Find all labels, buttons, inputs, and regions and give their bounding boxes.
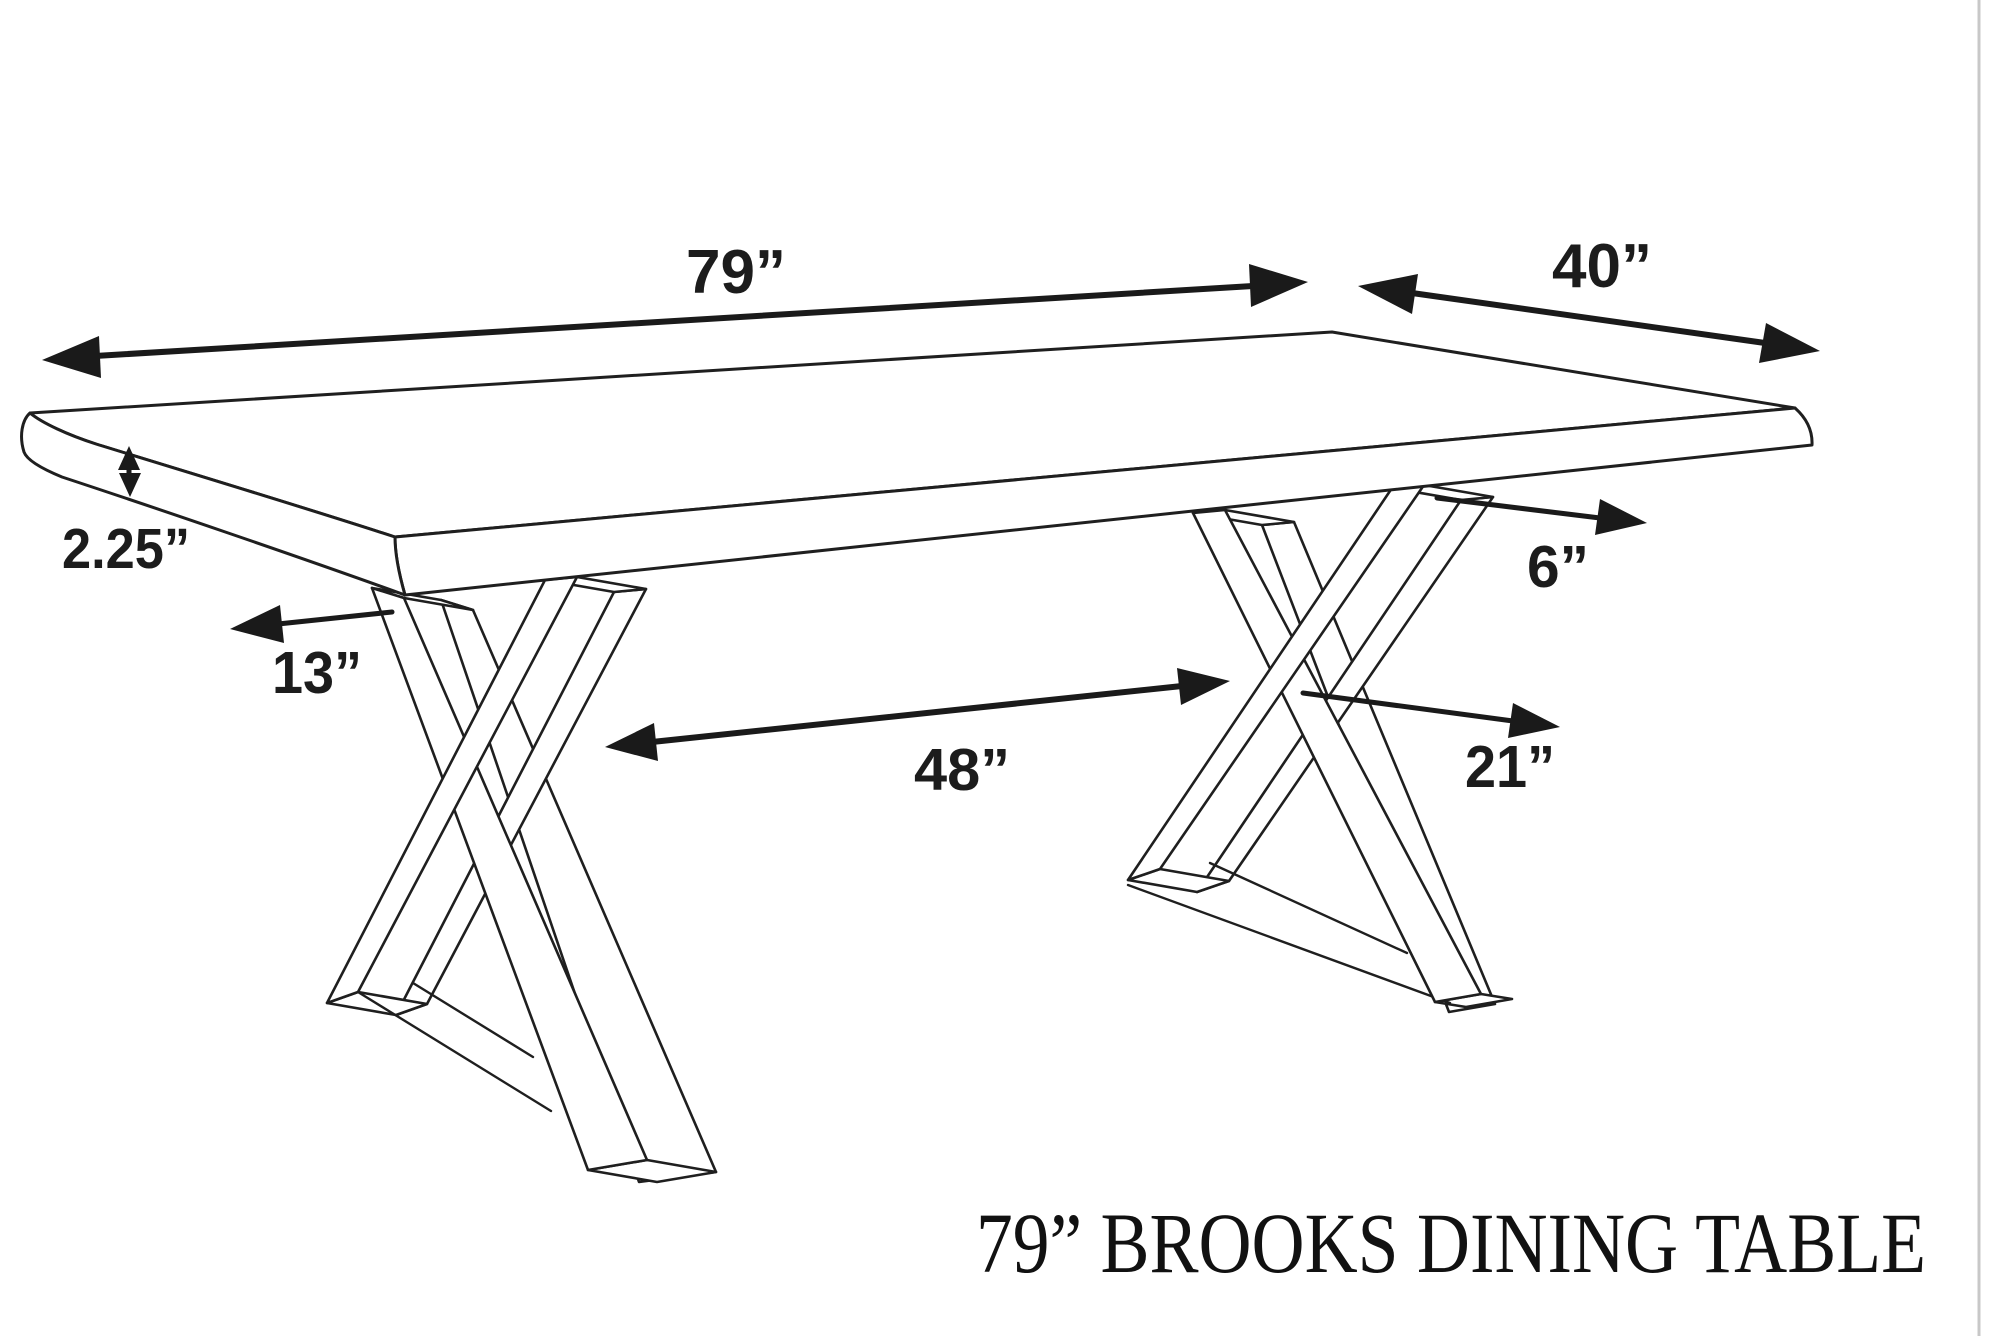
dim-overhang-arrowhead-left: [230, 605, 284, 643]
dim-leg-top-width: 6”: [1434, 495, 1647, 600]
dim-leg-spacing-arrowhead-left: [605, 723, 658, 761]
dim-leg-base-width-label: 21”: [1465, 734, 1555, 800]
tabletop: [20, 330, 1814, 597]
diagram-title: 79” BROOKS DINING TABLE: [976, 1195, 1926, 1291]
dim-depth-label: 40”: [1552, 232, 1652, 301]
dim-leg-top-width-line: [1434, 495, 1603, 521]
dim-leg-spacing-arrowhead-right: [1177, 668, 1230, 705]
dim-overhang: 13”: [230, 605, 395, 706]
right-leg-inner-base-edge-outer: [1126, 883, 1452, 1005]
dim-length-arrowhead-left: [42, 336, 101, 378]
dim-leg-base-width-arrowhead: [1508, 703, 1560, 738]
dim-leg-top-width-label: 6”: [1527, 534, 1589, 600]
dim-leg-base-width-line: [1300, 690, 1516, 724]
dim-leg-top-width-arrowhead: [1595, 499, 1647, 535]
dim-depth-arrowhead-right: [1759, 323, 1820, 363]
dim-depth: 40”: [1358, 232, 1820, 363]
right-x-leg: [1126, 483, 1514, 1014]
dim-thickness-label: 2.25”: [62, 517, 190, 581]
tabletop-live-edge-face: [20, 411, 407, 597]
left-leg-inner-base-edge-outer: [356, 990, 553, 1113]
dim-thickness: 2.25”: [62, 446, 190, 581]
dim-leg-spacing: 48”: [605, 668, 1230, 803]
dim-length-arrowhead-right: [1249, 264, 1308, 307]
left-x-leg: [325, 575, 718, 1184]
dim-overhang-label: 13”: [272, 640, 362, 706]
dim-length-line: [92, 283, 1256, 359]
left-leg-front-bar-down-right: [370, 586, 649, 1172]
dim-depth-line: [1409, 290, 1768, 346]
dim-length-label: 79”: [686, 238, 786, 307]
dim-length: 79”: [42, 238, 1308, 378]
right-leg-inner-base-edge-inner: [1208, 861, 1409, 955]
dim-thickness-arrowhead-top: [118, 446, 140, 470]
dim-leg-base-width: 21”: [1300, 690, 1560, 800]
right-leg-front-bar-down-right: [1191, 508, 1483, 1004]
dim-leg-spacing-line: [649, 683, 1185, 745]
dim-overhang-line: [275, 609, 395, 627]
dim-depth-arrowhead-left: [1358, 274, 1418, 314]
left-leg-inner-base-edge-inner: [411, 981, 535, 1059]
dim-thickness-arrowhead-bottom: [119, 473, 141, 497]
dim-leg-spacing-label: 48”: [914, 737, 1010, 803]
